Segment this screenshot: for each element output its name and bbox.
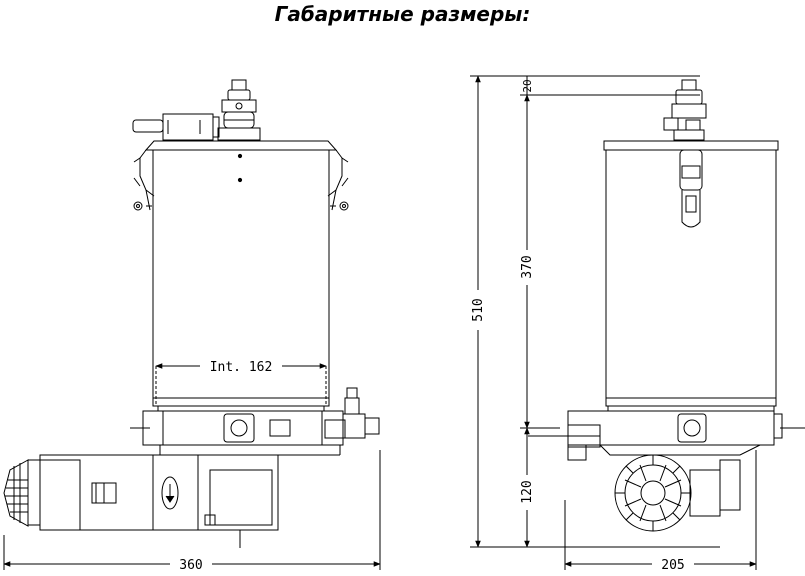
side-tank	[603, 140, 779, 407]
top-height-label: 20	[521, 79, 534, 92]
tank-lid	[144, 140, 338, 183]
side-view	[470, 75, 805, 570]
front-width-label: 360	[179, 558, 202, 573]
solenoid-unit	[132, 113, 220, 141]
total-height-label: 510	[471, 298, 486, 321]
right-latch	[327, 149, 349, 211]
motor	[197, 454, 279, 548]
interior-width-label: Int. 162	[210, 360, 273, 375]
side-cap-valve	[663, 79, 707, 141]
side-dimensions	[470, 75, 805, 570]
gearbox	[27, 454, 199, 531]
left-latch	[133, 149, 155, 211]
front-width-dimension	[3, 450, 381, 570]
front-view	[3, 79, 381, 570]
top-cap-valve	[217, 79, 261, 141]
side-fan	[614, 454, 721, 532]
page-title: Габаритные размеры:	[274, 2, 531, 26]
side-latch	[679, 149, 703, 228]
side-base	[528, 405, 783, 511]
fan-guard	[3, 459, 29, 527]
base-height-label: 120	[520, 480, 535, 503]
tank-height-label: 370	[520, 255, 535, 278]
side-width-label: 205	[661, 558, 684, 573]
